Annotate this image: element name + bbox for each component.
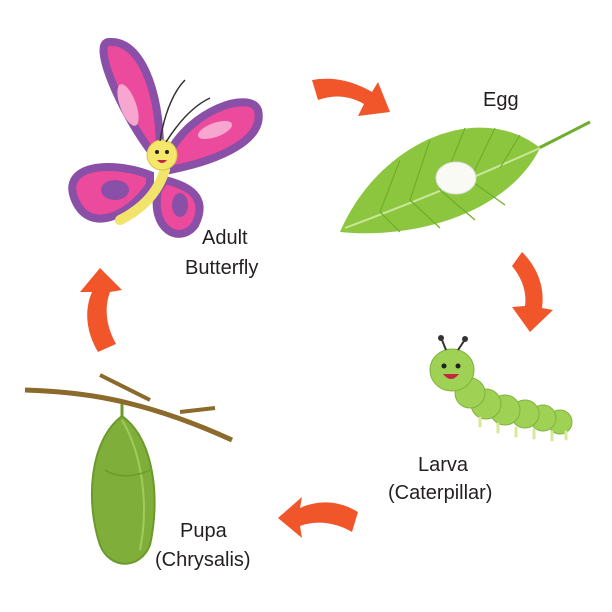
caterpillar-illustration — [429, 335, 573, 442]
egg-label: Egg — [483, 89, 519, 111]
adult-label: Adult — [202, 227, 248, 249]
cycle-arrow-icon — [512, 252, 553, 332]
cycle-arrow-icon — [312, 78, 390, 116]
butterfly-illustration — [68, 38, 263, 238]
cycle-arrows — [80, 78, 553, 538]
larva-label: Larva — [418, 454, 469, 476]
egg-on-leaf-illustration — [340, 120, 591, 234]
caterpillar-label: (Caterpillar) — [388, 482, 493, 504]
pupa-label: Pupa — [180, 520, 227, 542]
butterfly-label: Butterfly — [185, 257, 259, 279]
cycle-arrow-icon — [278, 497, 358, 538]
cycle-arrow-icon — [80, 268, 122, 352]
chrysalis-label: (Chrysalis) — [155, 549, 251, 571]
chrysalis-illustration — [24, 373, 234, 565]
